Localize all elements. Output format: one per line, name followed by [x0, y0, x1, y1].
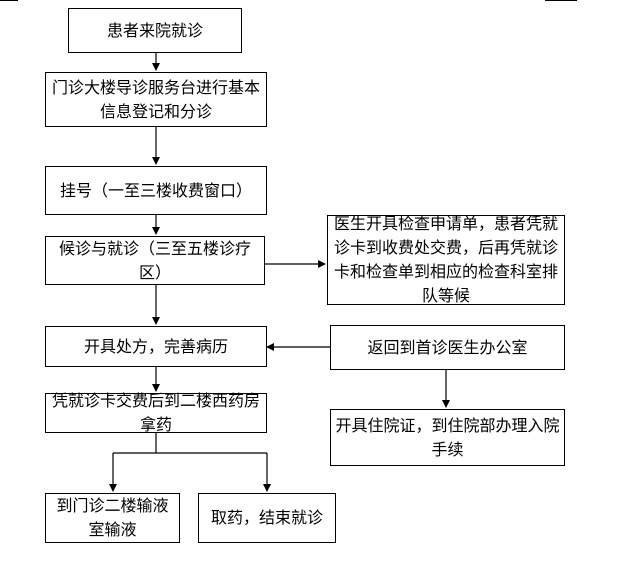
node-end-visit: 取药，结束就诊: [198, 493, 336, 543]
node-prescription-label: 开具处方，完善病历: [83, 336, 228, 356]
corner-mark-left: [0, 0, 18, 1]
node-pay-pharmacy: 凭就诊卡交费后到二楼西药房拿药: [45, 391, 267, 434]
node-prescription: 开具处方，完善病历: [45, 326, 267, 367]
node-register-ticket: 挂号（一至三楼收费窗口）: [45, 166, 267, 215]
node-infusion: 到门诊二楼输液室输液: [45, 493, 180, 543]
node-pay-pharmacy-label: 凭就诊卡交费后到二楼西药房拿药: [51, 391, 260, 434]
node-register-ticket-label: 挂号（一至三楼收费窗口）: [59, 180, 252, 200]
node-admission-label: 开具住院证，到住院部办理入院手续: [335, 415, 560, 459]
node-patient-arrives-label: 患者来院就诊: [106, 20, 203, 40]
node-infusion-label: 到门诊二楼输液室输液: [56, 496, 169, 539]
node-return-office-label: 返回到首诊医生办公室: [367, 337, 528, 357]
node-wait-and-consult: 候诊与就诊（三至五楼诊疗区）: [45, 236, 265, 285]
node-end-visit-label: 取药，结束就诊: [210, 508, 323, 527]
node-return-office: 返回到首诊医生办公室: [330, 325, 565, 370]
node-exam-request-label: 医生开具检查申请单，患者凭就诊卡到收费处交费，后再凭就诊卡和检查单到相应的检查科…: [333, 214, 558, 305]
node-patient-arrives: 患者来院就诊: [68, 8, 242, 53]
node-registration-desk: 门诊大楼导诊服务台进行基本信息登记和分诊: [45, 72, 267, 127]
node-registration-desk-label: 门诊大楼导诊服务台进行基本信息登记和分诊: [51, 77, 260, 121]
node-exam-request: 医生开具检查申请单，患者凭就诊卡到收费处交费，后再凭就诊卡和检查单到相应的检查科…: [327, 214, 565, 305]
node-admission: 开具住院证，到住院部办理入院手续: [330, 409, 565, 466]
node-wait-and-consult-label: 候诊与就诊（三至五楼诊疗区）: [58, 238, 251, 282]
corner-mark-right: [545, 0, 577, 1]
